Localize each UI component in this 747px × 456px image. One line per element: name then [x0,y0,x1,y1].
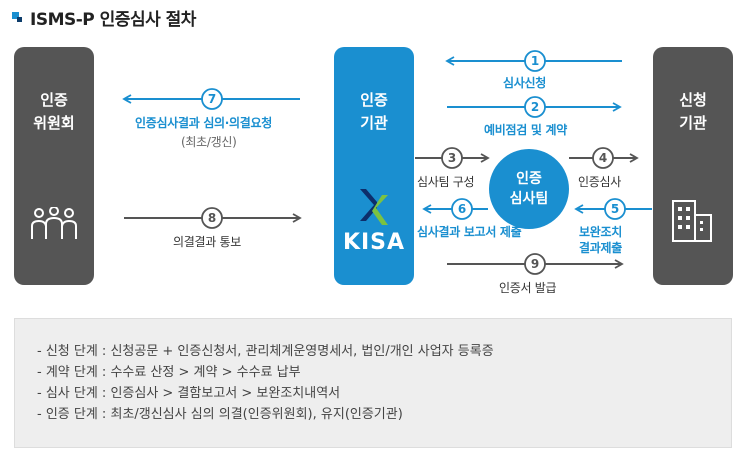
step-4-label: 인증심사 [578,175,621,189]
users-icon [31,207,77,239]
step-8-number: 8 [208,211,216,225]
page-title: ISMS-P 인증심사 절차 [30,9,196,30]
building-icon [672,200,712,242]
step-6-badge: 6 [451,198,473,220]
title-bar: ISMS-P 인증심사 절차 [10,4,196,30]
step-5-number: 5 [611,202,619,216]
step-3-number: 3 [448,151,456,165]
step-7-number: 7 [208,92,216,106]
step-4-badge: 4 [592,147,614,169]
kisa-logo-icon [360,189,388,225]
step-4-number: 4 [599,151,607,165]
note-application-stage: - 신청 단계 : 신청공문 + 인증신청서, 관리체계운영명세서, 법인/개인… [37,344,494,359]
agency-label-line1: 인증 [360,91,388,109]
step-6-label: 심사결과 보고서 제출 [417,225,522,239]
stage-notes-box: - 신청 단계 : 신청공문 + 인증신청서, 관리체계운영명세서, 법인/개인… [14,318,732,448]
step-8-badge: 8 [201,207,223,229]
title-bullet-icon [10,9,26,25]
step-5-label: 보완조치 [579,225,622,239]
step-7-badge: 7 [201,88,223,110]
step-6-number: 6 [458,202,466,216]
step-7-label: 인증심사결과 심의·의결요청 [135,116,273,130]
note-audit-stage: - 심사 단계 : 인증심사 > 결함보고서 > 보완조치내역서 [37,386,341,401]
committee-box: 인증 위원회 [14,47,94,285]
applicant-box: 신청 기관 [653,47,733,285]
audit-team-circle: 인증 심사팀 [489,149,569,229]
step-2-label: 예비점검 및 계약 [484,123,567,137]
applicant-label: 신청 기관 [653,89,733,135]
step-9-number: 9 [531,257,539,271]
step-1-badge: 1 [524,50,546,72]
step-1-label: 심사신청 [503,76,546,90]
step-3-label: 심사팀 구성 [417,175,475,189]
step-7-sublabel: (최초/갱신) [181,135,237,149]
step-5-badge: 5 [604,198,626,220]
committee-label: 인증 위원회 [14,89,94,135]
agency-label: 인증 기관 [334,89,414,135]
step-8-label: 의결결과 통보 [173,235,241,249]
note-certification-stage: - 인증 단계 : 최초/갱신심사 심의 의결(인증위원회), 유지(인증기관) [37,407,403,422]
step-2-number: 2 [531,100,539,114]
certification-agency-box: 인증 기관 KISA [334,47,414,285]
step-1-number: 1 [531,54,539,68]
applicant-label-line2: 기관 [679,114,707,132]
audit-team-line2: 심사팀 [509,191,549,207]
audit-team-line1: 인증 [516,171,542,187]
kisa-logo-text: KISA [342,230,406,255]
step-3-badge: 3 [441,147,463,169]
applicant-label-line1: 신청 [679,91,707,109]
agency-label-line2: 기관 [360,114,388,132]
step-9-label: 인증서 발급 [499,281,557,295]
step-5-label-line2: 결과제출 [579,241,622,255]
step-9-badge: 9 [524,253,546,275]
step-2-badge: 2 [524,96,546,118]
committee-label-line1: 인증 [40,91,68,109]
note-contract-stage: - 계약 단계 : 수수료 산정 > 계약 > 수수료 납부 [37,365,301,380]
committee-label-line2: 위원회 [33,114,75,132]
